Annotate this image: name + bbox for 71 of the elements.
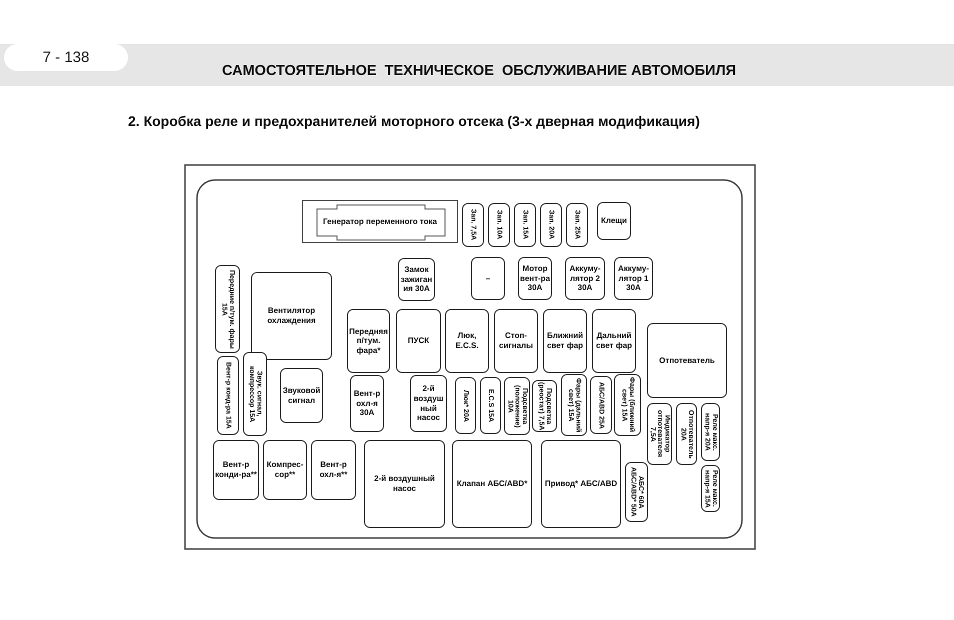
relay-slot bbox=[350, 375, 384, 432]
fuse-slot bbox=[676, 403, 697, 465]
fuse-slot bbox=[480, 377, 501, 434]
slot-label: Передняя п/тум. фара* bbox=[348, 326, 389, 356]
slot-label: Звуковой сигнал bbox=[282, 386, 322, 406]
fuse-slot bbox=[590, 376, 612, 434]
slot-label: Компрес-сор** bbox=[266, 460, 304, 480]
relay-slot bbox=[543, 309, 587, 373]
slot-label: Замок зажигания 30А bbox=[400, 265, 434, 294]
relay-slot bbox=[396, 309, 441, 373]
fuse-slot bbox=[625, 462, 648, 522]
relay-slot bbox=[647, 323, 727, 398]
fuse-slot bbox=[614, 374, 641, 436]
slot-label: Вент-р охл-я** bbox=[318, 460, 348, 480]
fuse-slot bbox=[455, 377, 476, 434]
fuse-slot bbox=[701, 403, 720, 461]
slot-label: Дальний свет фар bbox=[594, 331, 634, 351]
relay-slot bbox=[280, 368, 323, 423]
relay-slot bbox=[494, 309, 538, 373]
slot-label: Отпотеватель bbox=[658, 356, 716, 366]
slot-label: Аккуму-лятор 1 30А bbox=[616, 264, 650, 293]
slot-label: Вент-р конди-ра** bbox=[214, 460, 258, 480]
fuse-slot bbox=[701, 465, 720, 512]
relay-slot bbox=[471, 257, 505, 300]
fuse-slot bbox=[514, 203, 536, 247]
relay-slot bbox=[263, 440, 307, 500]
slot-label: – bbox=[484, 274, 492, 284]
slot-label: Аккуму-лятор 2 30А bbox=[568, 264, 602, 293]
section-title: 2. Коробка реле и предохранителей моторного отсека (3-х дверная модификация) bbox=[128, 113, 700, 129]
slot-label: Мотор вент-ра 30А bbox=[519, 264, 551, 293]
relay-slot bbox=[452, 440, 532, 528]
slot-label: Ближний свет фар bbox=[546, 331, 584, 351]
slot-label: Клапан АБС/ABD* bbox=[456, 479, 528, 489]
fuse-slot bbox=[217, 356, 239, 435]
relay-slot bbox=[592, 309, 636, 373]
slot-label: Стоп-сигналы bbox=[498, 331, 534, 351]
relay-slot bbox=[347, 309, 390, 373]
running-header: САМОСТОЯТЕЛЬНОЕ ТЕХНИЧЕСКОЕ ОБСЛУЖИВАНИЕ АВТОМОБИЛЯ bbox=[222, 63, 736, 79]
relay-slot bbox=[541, 440, 621, 528]
slot-label: 2-й воздушный насос bbox=[373, 474, 436, 494]
relay-slot bbox=[364, 440, 445, 528]
slot-label: Привод* АБС/ABD bbox=[544, 479, 618, 489]
fuse-slot bbox=[647, 403, 672, 465]
fuse-slot bbox=[532, 380, 557, 432]
relay-slot bbox=[614, 257, 653, 300]
relay-slot bbox=[213, 440, 259, 500]
fuse-slot bbox=[566, 203, 588, 247]
slot-label: Генератор переменного тока bbox=[322, 216, 438, 226]
slot-label: ПУСК bbox=[406, 336, 430, 346]
relay-slot bbox=[410, 375, 447, 432]
relay-slot bbox=[398, 258, 435, 301]
relay-slot bbox=[311, 440, 356, 500]
relay-slot bbox=[518, 257, 552, 300]
fuse-slot bbox=[488, 203, 510, 247]
page-number: 7 - 138 bbox=[4, 44, 128, 71]
relay-slot bbox=[565, 257, 605, 300]
slot-label: 2-й воздушный насос bbox=[412, 384, 444, 423]
fuse-slot bbox=[504, 377, 530, 435]
fuse-slot bbox=[462, 203, 484, 247]
relay-slot bbox=[251, 272, 332, 360]
fuse-slot bbox=[540, 203, 562, 247]
relay-slot bbox=[445, 309, 489, 373]
slot-label: Люк, E.C.S. bbox=[454, 331, 480, 351]
fuse-slot bbox=[215, 265, 240, 353]
fuse-slot bbox=[243, 352, 267, 436]
generator-slot bbox=[302, 200, 458, 243]
slot-label: Вент-р охл-я 30А bbox=[352, 389, 382, 418]
fuse-slot bbox=[561, 374, 587, 436]
slot-label: Вентилятор охлаждения bbox=[266, 306, 317, 326]
slot-label: Клещи bbox=[600, 216, 628, 226]
relay-slot bbox=[597, 202, 631, 240]
